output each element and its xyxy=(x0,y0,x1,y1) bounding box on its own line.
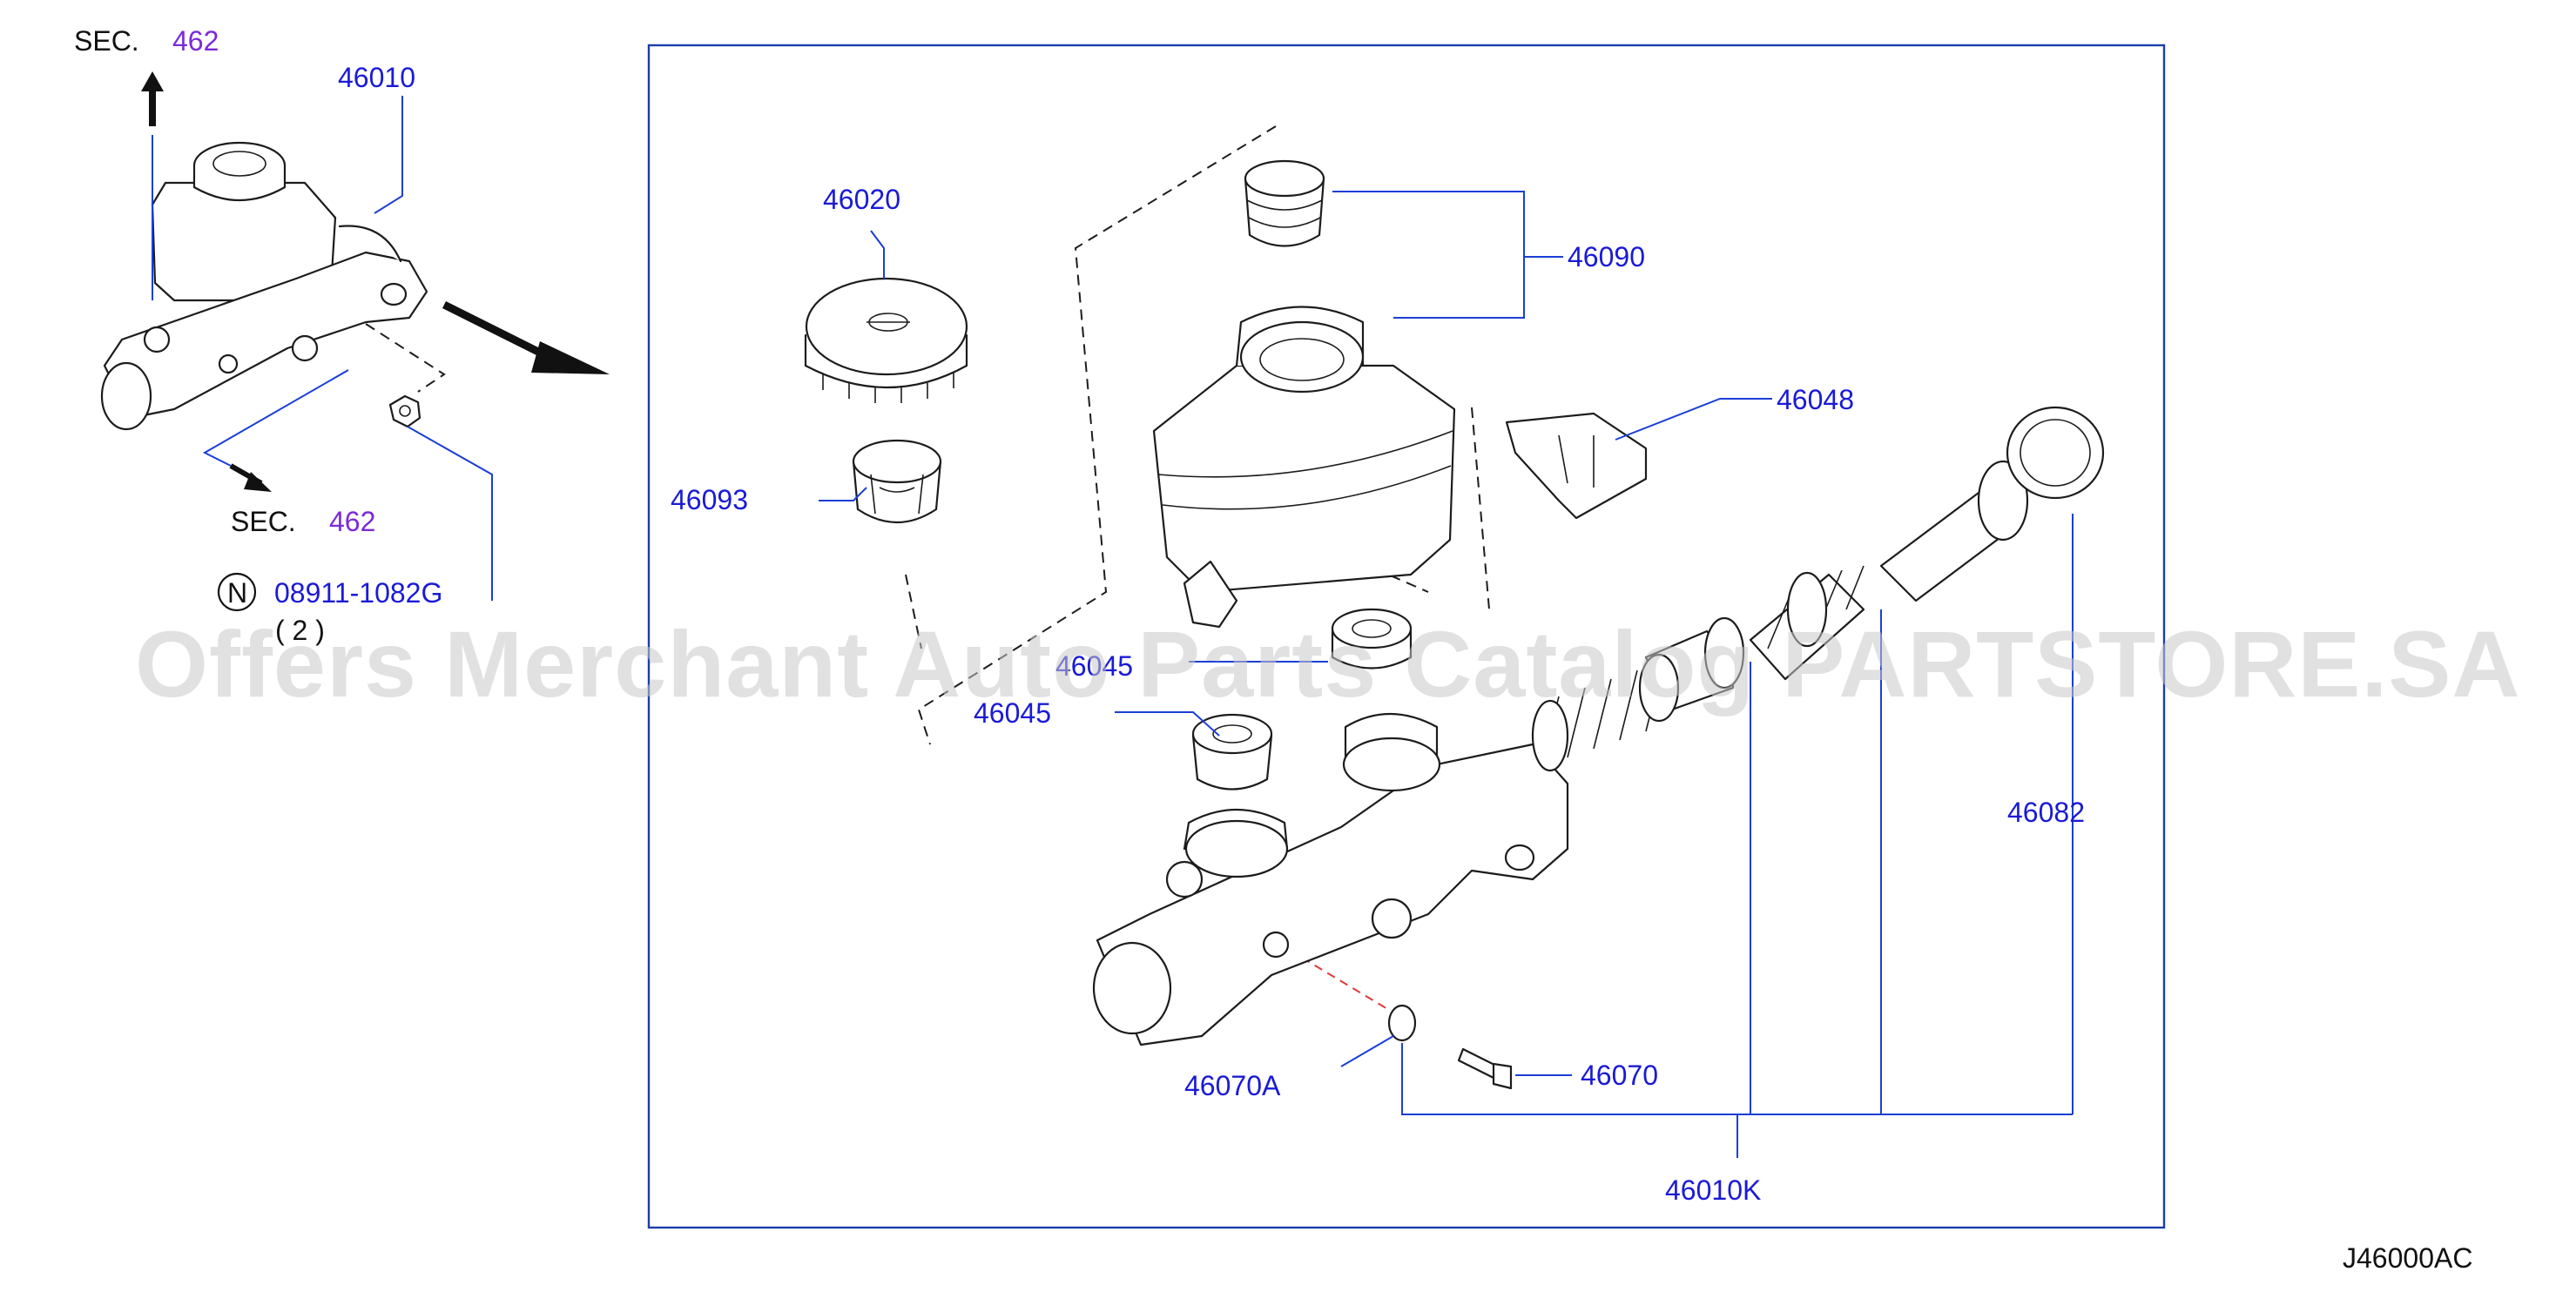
detail-frame xyxy=(647,44,2166,1229)
nut-quantity: ( 2 ) xyxy=(275,615,325,646)
nut-marker-icon: N xyxy=(217,572,257,612)
bolt-illustration xyxy=(1457,1047,1513,1090)
assembly-guide-line xyxy=(917,125,1277,745)
watermark-text: Offers Merchant Auto Parts Catalog PARTS… xyxy=(135,611,2520,717)
seal-upper-illustration xyxy=(1331,608,1413,670)
sec-ref-bottom-link[interactable]: 462 xyxy=(329,506,375,537)
leader-kit-bracket xyxy=(1736,514,2074,1158)
sec-ref-top-link[interactable]: 462 xyxy=(172,25,219,57)
cylinder-body-illustration xyxy=(1092,713,1569,1046)
part-46082-label[interactable]: 46082 xyxy=(2007,797,2085,828)
reservoir-cap-illustration xyxy=(804,277,968,403)
leader-cap xyxy=(870,230,885,279)
piston-spring-illustration xyxy=(1531,406,2105,772)
seal-lower-illustration xyxy=(1191,713,1273,791)
leader-strainer xyxy=(819,487,867,501)
diagram-code: J46000AC xyxy=(2343,1242,2472,1274)
leader-sensor xyxy=(1615,398,1772,441)
part-46093-label[interactable]: 46093 xyxy=(671,484,748,515)
part-46090-label[interactable]: 46090 xyxy=(1568,241,1645,273)
leader-grommet xyxy=(1332,191,1563,319)
strainer-illustration xyxy=(852,439,942,523)
part-46045-upper-label[interactable]: 46045 xyxy=(1055,650,1133,682)
sec-ref-bottom-prefix: SEC. xyxy=(231,506,296,537)
grommet-illustration xyxy=(1244,159,1325,247)
plug-guide-line xyxy=(1301,957,1390,1011)
assembly-part-number[interactable]: 46010 xyxy=(338,62,415,93)
part-46048-label[interactable]: 46048 xyxy=(1777,384,1854,415)
part-46070A-label[interactable]: 46070A xyxy=(1184,1070,1281,1101)
leader-plug-kit xyxy=(1340,1035,2073,1115)
assembly-guide-line-strainer xyxy=(905,574,922,649)
part-46020-label[interactable]: 46020 xyxy=(823,184,900,215)
part-46010K-label[interactable]: 46010K xyxy=(1665,1174,1761,1206)
plug-illustration xyxy=(1387,1004,1417,1042)
nut-part-number[interactable]: 08911-1082G xyxy=(274,577,442,609)
level-sensor-illustration xyxy=(1505,412,1648,520)
reservoir-illustration xyxy=(1152,306,1456,629)
part-46045-lower-label[interactable]: 46045 xyxy=(974,697,1051,729)
overview-assembly-illustration xyxy=(100,71,610,601)
leader-seal-lower xyxy=(1115,711,1220,737)
assembly-guide-line-sensor xyxy=(1471,407,1490,610)
nut-marker-letter: N xyxy=(227,577,247,609)
sec-ref-top-prefix: SEC. xyxy=(74,25,139,57)
part-46070-label[interactable]: 46070 xyxy=(1581,1060,1658,1091)
